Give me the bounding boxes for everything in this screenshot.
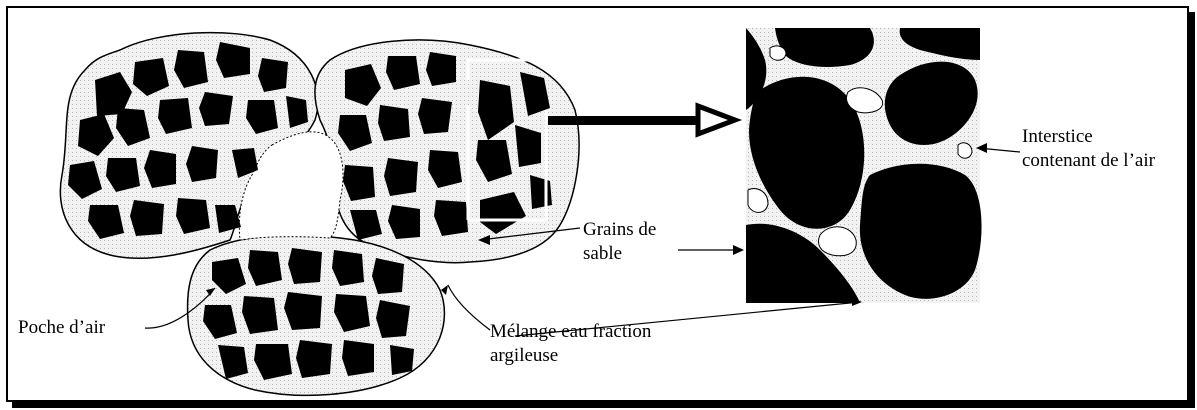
air-interstice-label: Interstice contenant de l’air bbox=[1022, 125, 1155, 173]
sand-grains-label: Grains de sable bbox=[583, 218, 656, 266]
clay-water-mix-label: Mélange eau fraction argileuse bbox=[490, 320, 651, 368]
air-pocket-label: Poche d’air bbox=[18, 316, 105, 340]
magnified-view bbox=[746, 28, 982, 303]
